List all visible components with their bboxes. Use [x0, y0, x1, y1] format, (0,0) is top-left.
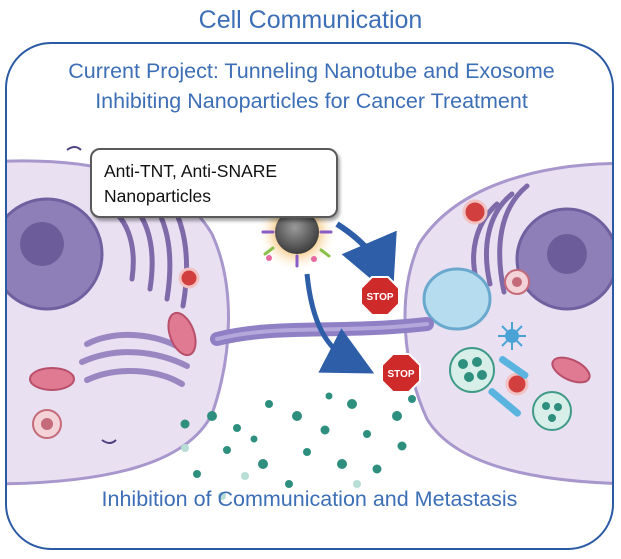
- stop-sign-upper: STOP: [360, 276, 400, 316]
- diagram-title: Cell Communication: [198, 6, 423, 34]
- right-mitochondrion: [551, 356, 591, 384]
- right-cell: [403, 161, 612, 485]
- stop-label-upper: STOP: [366, 292, 393, 303]
- diagram-footer: Inhibition of Communication and Metastas…: [101, 487, 518, 511]
- callout-line-2: Nanoparticles: [104, 186, 211, 206]
- cell-illustration: STOP STOP: [7, 146, 612, 500]
- diagram-frame: STOP STOP Current Project: Tunneling Nan…: [5, 42, 614, 550]
- stop-sign-lower: STOP: [381, 353, 421, 393]
- left-mitochondrion: [167, 311, 197, 357]
- right-vacuole: [422, 267, 492, 331]
- arrow-to-exosomes: [304, 273, 375, 374]
- exosomes: [180, 392, 416, 488]
- right-multivesicular-body: [449, 347, 495, 393]
- arrow-to-right-cell: [335, 221, 397, 298]
- nanoparticle-callout: Anti-TNT, Anti-SNARE Nanoparticles: [90, 148, 338, 218]
- left-mitochondrion-2: [29, 367, 75, 391]
- left-cell: [7, 146, 230, 486]
- right-centrosome: [498, 322, 526, 350]
- callout-line-1: Anti-TNT, Anti-SNARE: [104, 161, 278, 181]
- project-subtitle: Current Project: Tunneling Nanotube and …: [68, 59, 555, 113]
- stop-label-lower: STOP: [387, 369, 414, 380]
